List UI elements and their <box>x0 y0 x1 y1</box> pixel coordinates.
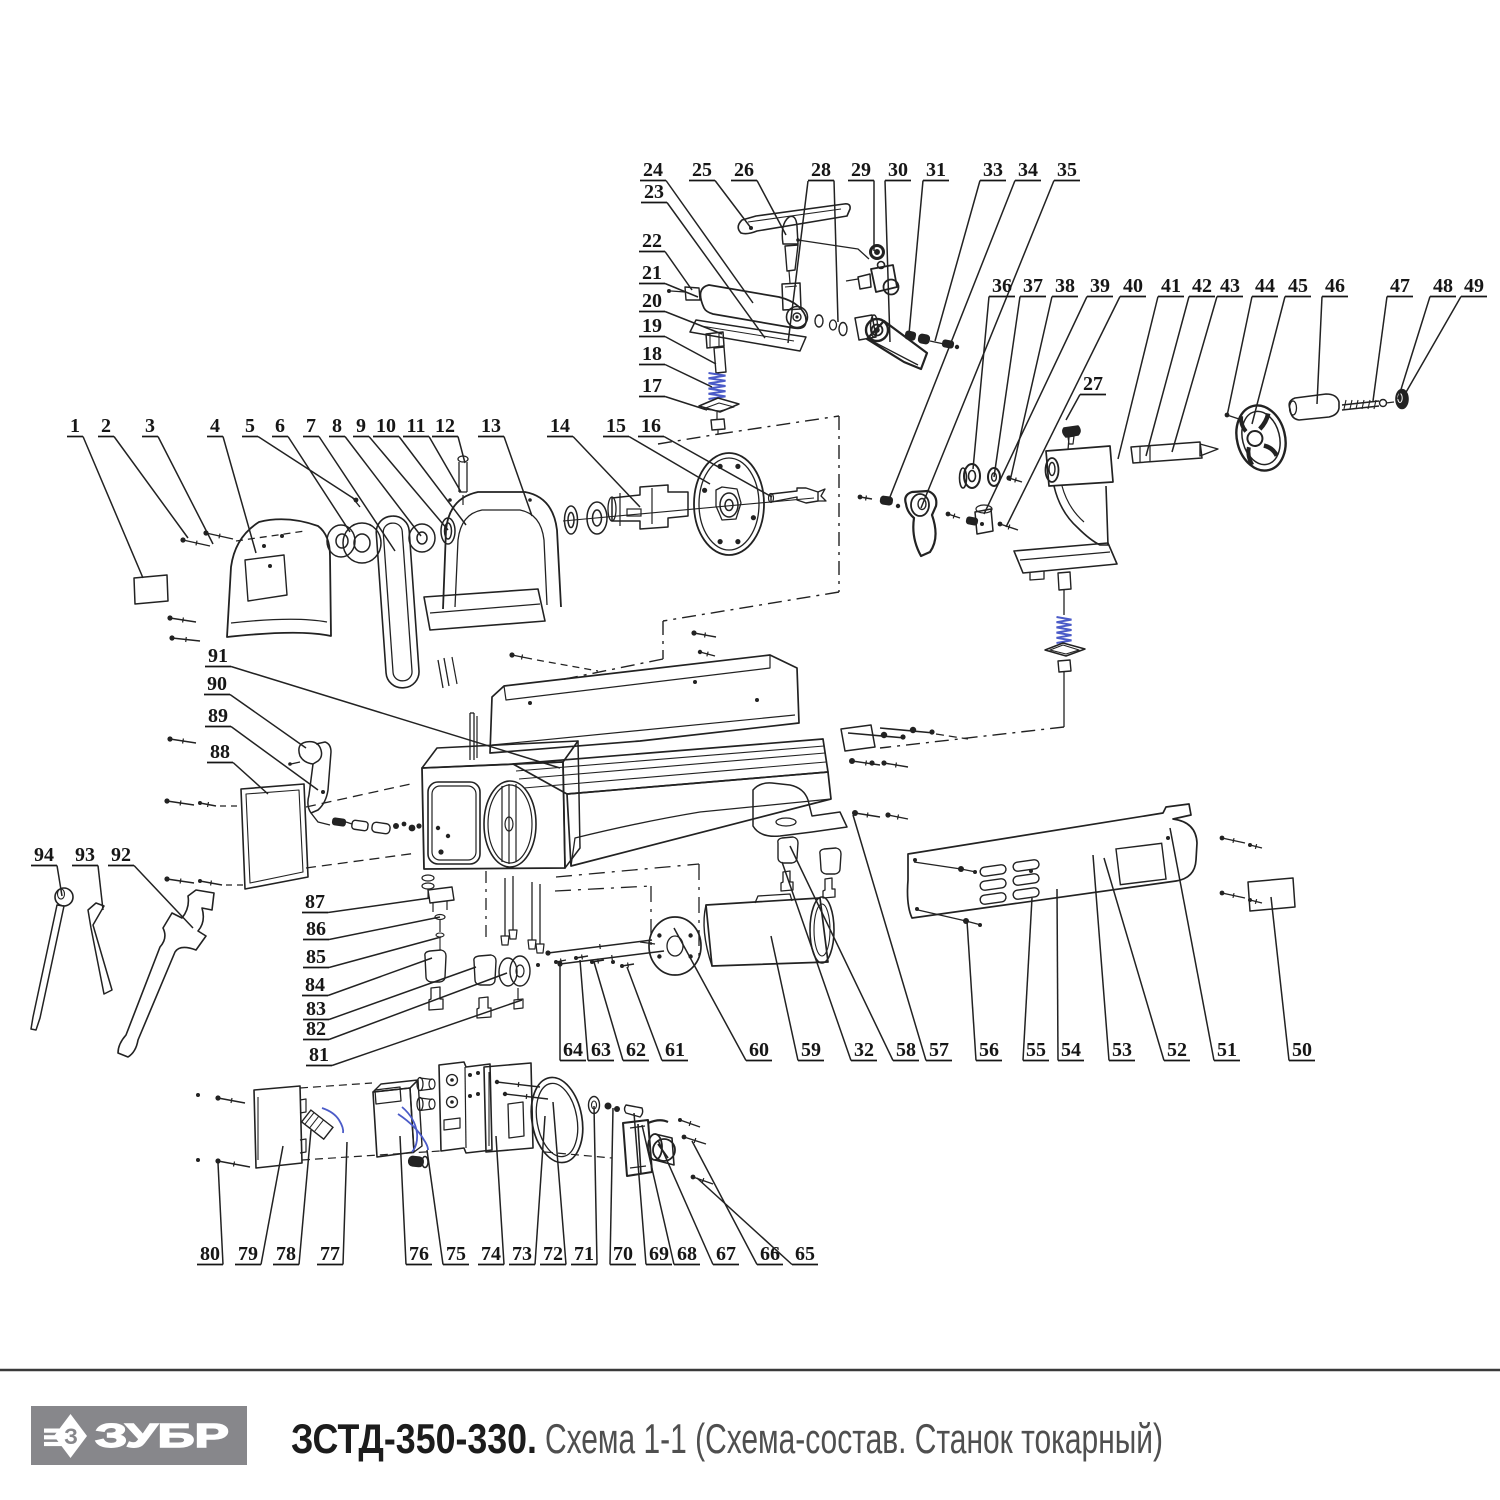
svg-text:39: 39 <box>1090 275 1110 297</box>
svg-text:49: 49 <box>1464 275 1484 297</box>
svg-text:62: 62 <box>626 1039 646 1061</box>
svg-text:10: 10 <box>376 415 396 437</box>
svg-text:52: 52 <box>1167 1039 1187 1061</box>
svg-text:59: 59 <box>801 1039 821 1061</box>
svg-text:40: 40 <box>1123 275 1143 297</box>
svg-text:13: 13 <box>481 415 501 437</box>
svg-text:46: 46 <box>1325 275 1345 297</box>
svg-text:71: 71 <box>574 1243 594 1265</box>
svg-text:51: 51 <box>1217 1039 1237 1061</box>
svg-text:ЗСТД-350-330.: ЗСТД-350-330. <box>291 1415 537 1462</box>
svg-text:64: 64 <box>563 1039 583 1061</box>
svg-text:73: 73 <box>512 1243 532 1265</box>
svg-text:79: 79 <box>238 1243 258 1265</box>
svg-text:75: 75 <box>446 1243 466 1265</box>
svg-text:21: 21 <box>642 262 662 284</box>
svg-text:65: 65 <box>795 1243 815 1265</box>
svg-text:45: 45 <box>1288 275 1308 297</box>
svg-text:47: 47 <box>1390 275 1410 297</box>
svg-text:32: 32 <box>854 1039 874 1061</box>
svg-text:31: 31 <box>926 159 946 181</box>
svg-text:22: 22 <box>642 230 662 252</box>
svg-text:6: 6 <box>275 415 285 437</box>
svg-text:28: 28 <box>811 159 831 181</box>
svg-text:82: 82 <box>306 1018 326 1040</box>
svg-text:15: 15 <box>606 415 626 437</box>
svg-text:77: 77 <box>320 1243 340 1265</box>
svg-text:85: 85 <box>306 946 326 968</box>
svg-text:58: 58 <box>896 1039 916 1061</box>
svg-text:63: 63 <box>591 1039 611 1061</box>
svg-text:5: 5 <box>245 415 255 437</box>
svg-text:66: 66 <box>760 1243 780 1265</box>
svg-text:69: 69 <box>649 1243 669 1265</box>
svg-text:84: 84 <box>305 974 325 996</box>
svg-text:27: 27 <box>1083 373 1103 395</box>
svg-text:91: 91 <box>208 645 228 667</box>
svg-text:ЗУБР: ЗУБР <box>95 1417 229 1454</box>
svg-text:37: 37 <box>1023 275 1043 297</box>
svg-text:70: 70 <box>613 1243 633 1265</box>
svg-text:50: 50 <box>1292 1039 1312 1061</box>
svg-text:20: 20 <box>642 290 662 312</box>
svg-text:11: 11 <box>407 415 426 437</box>
svg-text:18: 18 <box>642 343 662 365</box>
svg-text:54: 54 <box>1061 1039 1081 1061</box>
svg-text:7: 7 <box>306 415 316 437</box>
svg-text:26: 26 <box>734 159 754 181</box>
svg-text:48: 48 <box>1433 275 1453 297</box>
svg-text:80: 80 <box>200 1243 220 1265</box>
svg-text:41: 41 <box>1161 275 1181 297</box>
svg-text:34: 34 <box>1018 159 1038 181</box>
svg-text:90: 90 <box>207 673 227 695</box>
svg-text:81: 81 <box>309 1044 329 1066</box>
svg-text:93: 93 <box>75 844 95 866</box>
svg-text:67: 67 <box>716 1243 736 1265</box>
svg-text:23: 23 <box>644 181 664 203</box>
svg-text:72: 72 <box>543 1243 563 1265</box>
svg-text:55: 55 <box>1026 1039 1046 1061</box>
svg-text:56: 56 <box>979 1039 999 1061</box>
svg-text:4: 4 <box>210 415 220 437</box>
svg-text:42: 42 <box>1192 275 1212 297</box>
svg-text:86: 86 <box>306 918 326 940</box>
svg-text:44: 44 <box>1255 275 1275 297</box>
svg-text:24: 24 <box>643 159 663 181</box>
svg-text:74: 74 <box>481 1243 501 1265</box>
svg-text:Схема 1-1 (Схема-состав. Стано: Схема 1-1 (Схема-состав. Станок токарный… <box>545 1415 1163 1462</box>
svg-text:33: 33 <box>983 159 1003 181</box>
svg-text:З: З <box>64 1424 78 1449</box>
svg-text:94: 94 <box>34 844 54 866</box>
svg-text:8: 8 <box>332 415 342 437</box>
svg-text:36: 36 <box>992 275 1012 297</box>
svg-text:12: 12 <box>435 415 455 437</box>
svg-text:1: 1 <box>70 415 80 437</box>
svg-text:3: 3 <box>145 415 155 437</box>
svg-text:92: 92 <box>111 844 131 866</box>
svg-text:60: 60 <box>749 1039 769 1061</box>
svg-text:61: 61 <box>665 1039 685 1061</box>
svg-text:14: 14 <box>550 415 570 437</box>
svg-text:29: 29 <box>851 159 871 181</box>
svg-text:25: 25 <box>692 159 712 181</box>
svg-text:17: 17 <box>642 375 662 397</box>
svg-text:19: 19 <box>642 315 662 337</box>
svg-text:68: 68 <box>677 1243 697 1265</box>
svg-text:16: 16 <box>641 415 661 437</box>
svg-text:2: 2 <box>101 415 111 437</box>
svg-text:38: 38 <box>1055 275 1075 297</box>
svg-text:57: 57 <box>929 1039 949 1061</box>
svg-text:53: 53 <box>1112 1039 1132 1061</box>
svg-text:88: 88 <box>210 741 230 763</box>
svg-text:30: 30 <box>888 159 908 181</box>
svg-text:35: 35 <box>1057 159 1077 181</box>
svg-text:83: 83 <box>306 998 326 1020</box>
svg-text:87: 87 <box>305 891 325 913</box>
svg-text:43: 43 <box>1220 275 1240 297</box>
svg-text:89: 89 <box>208 705 228 727</box>
svg-text:76: 76 <box>409 1243 429 1265</box>
svg-text:9: 9 <box>356 415 366 437</box>
svg-text:78: 78 <box>276 1243 296 1265</box>
